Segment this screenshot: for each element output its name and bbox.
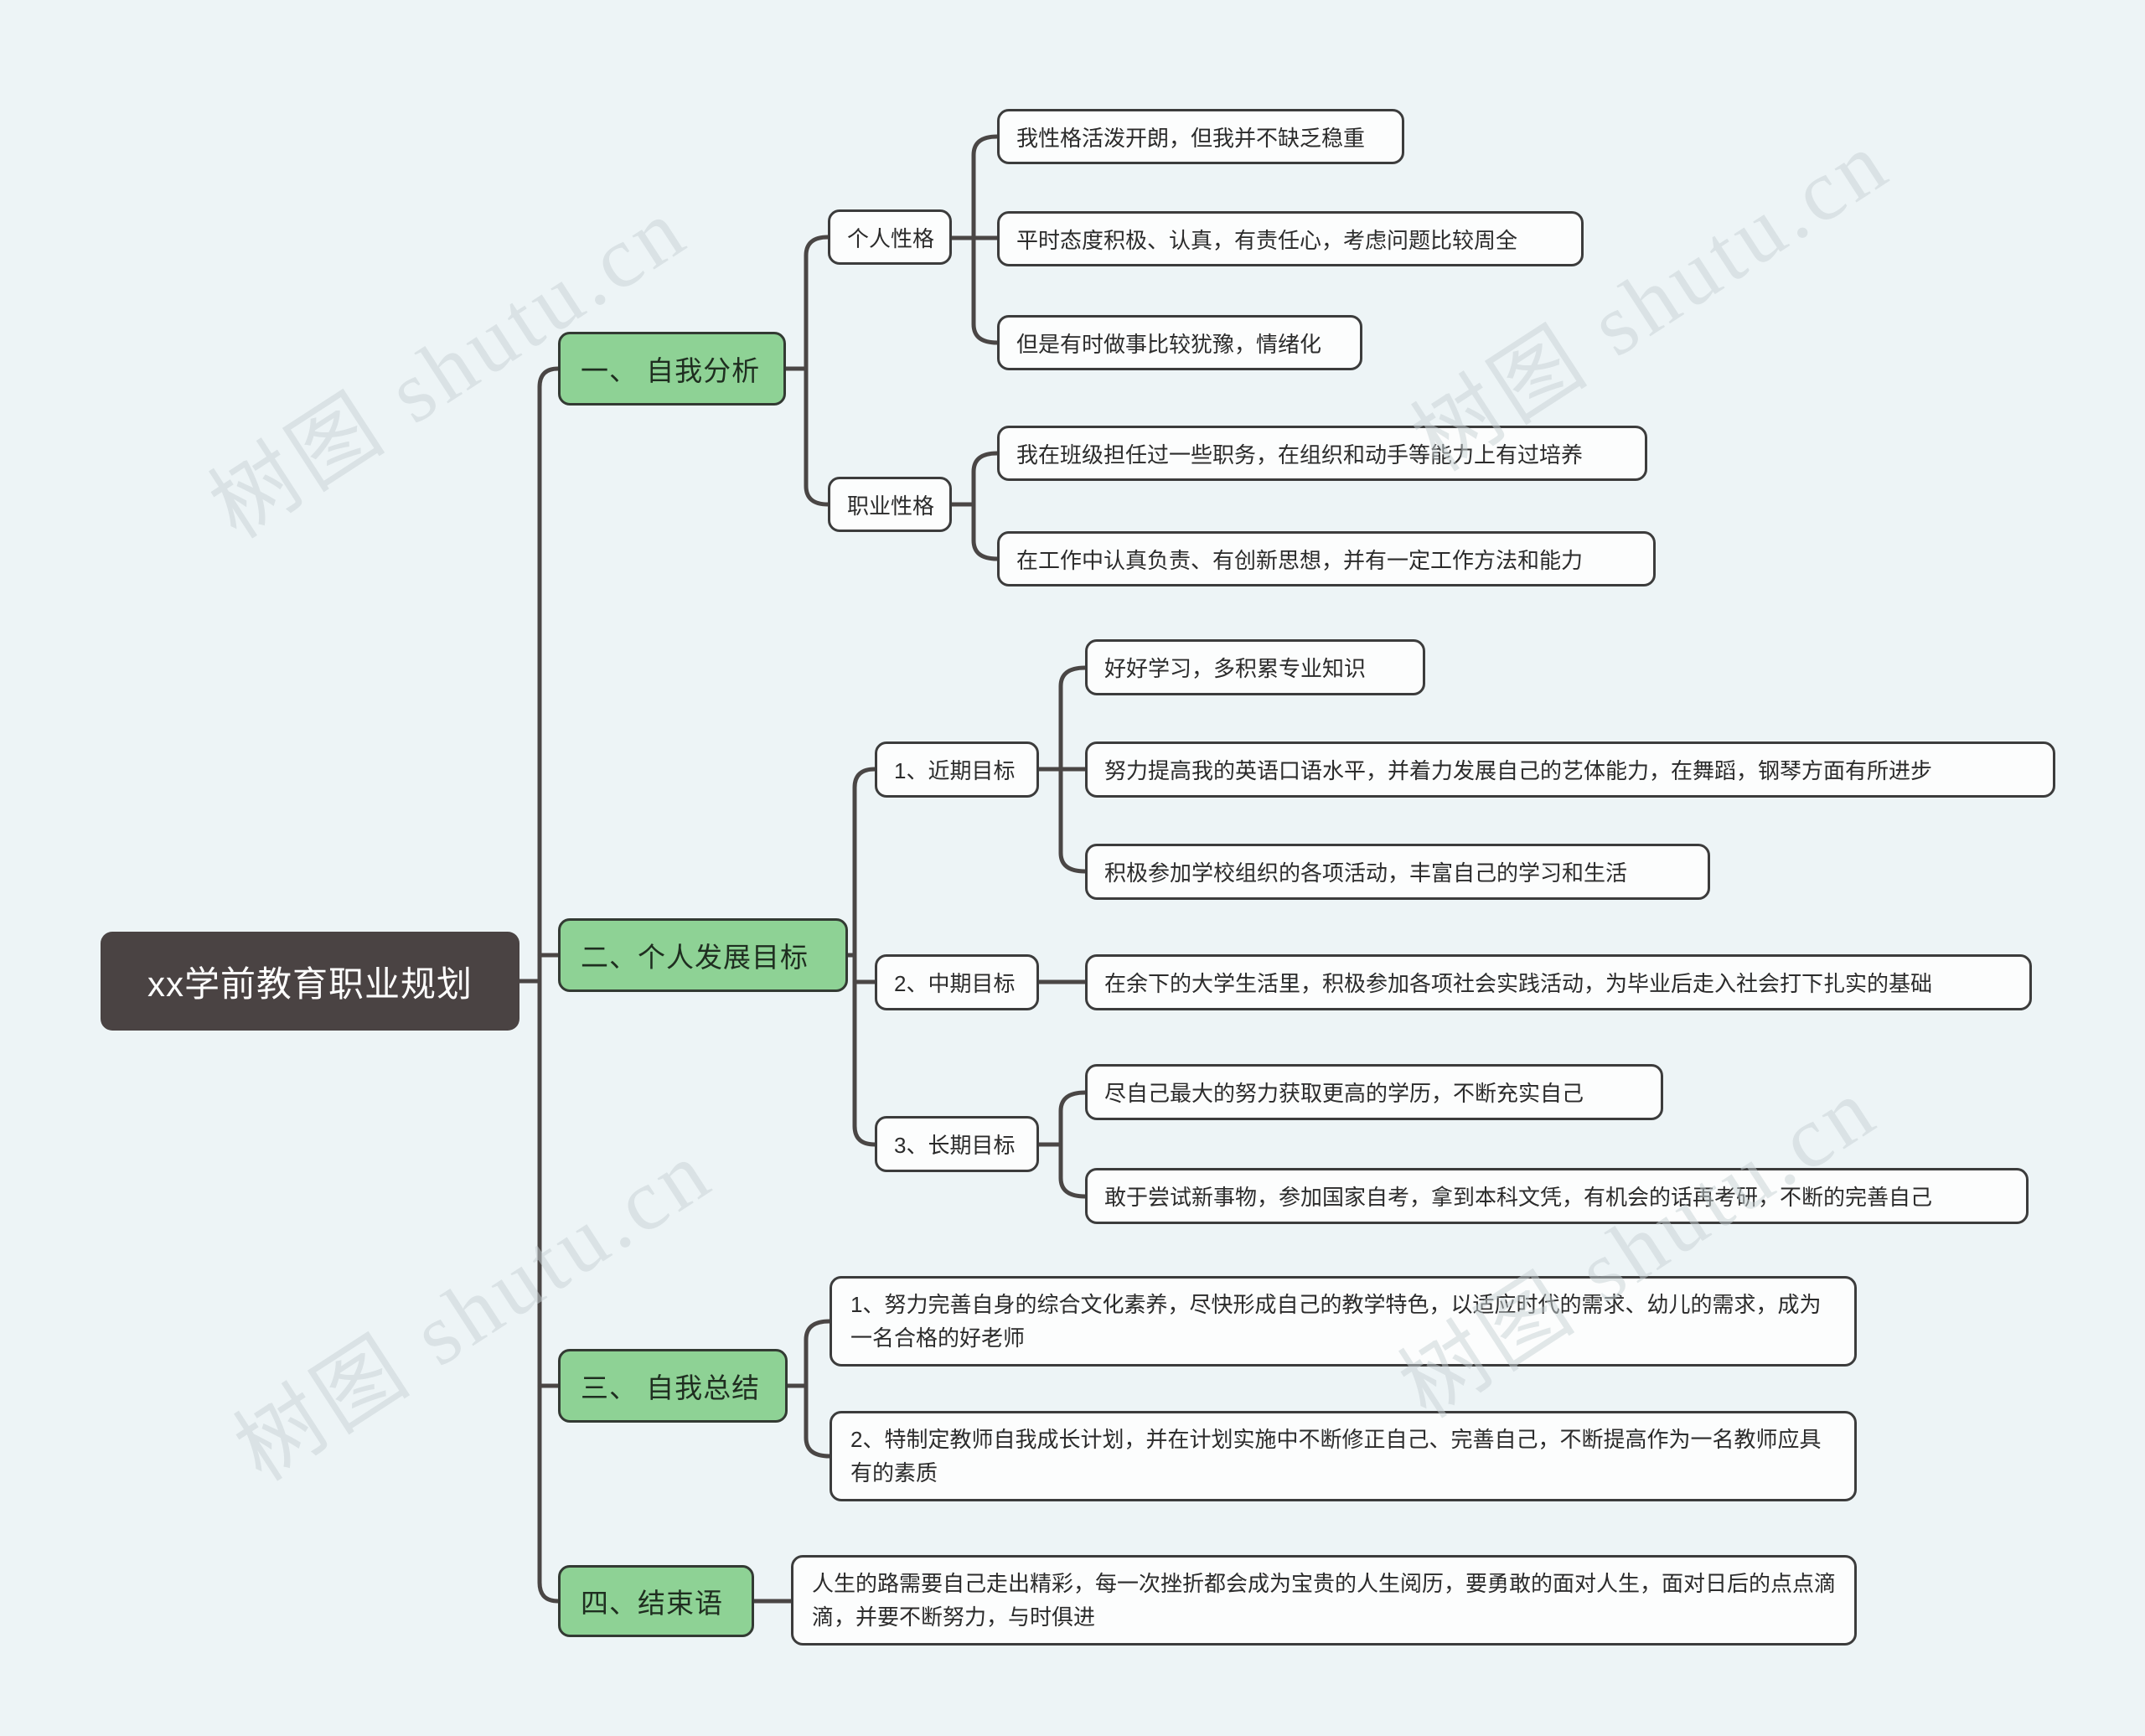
leaf-node[interactable]: 在余下的大学生活里，积极参加各项社会实践活动，为毕业后走入社会打下扎实的基础 xyxy=(1085,954,2032,1010)
leaf-node[interactable]: 我性格活泼开朗，但我并不缺乏稳重 xyxy=(997,109,1404,164)
leaf-node[interactable]: 但是有时做事比较犹豫，情绪化 xyxy=(997,315,1362,370)
leaf-node[interactable]: 在工作中认真负责、有创新思想，并有一定工作方法和能力 xyxy=(997,531,1656,586)
leaf-node[interactable]: 敢于尝试新事物，参加国家自考，拿到本科文凭，有机会的话再考研，不断的完善自己 xyxy=(1085,1168,2029,1224)
leaf-node[interactable]: 好好学习，多积累专业知识 xyxy=(1085,639,1425,695)
sub-node-long-term-goal[interactable]: 3、长期目标 xyxy=(875,1116,1039,1172)
sub-node-professional-character[interactable]: 职业性格 xyxy=(828,477,952,532)
leaf-node[interactable]: 努力提高我的英语口语水平，并着力发展自己的艺体能力，在舞蹈，钢琴方面有所进步 xyxy=(1085,741,2055,798)
branch-node-self-summary[interactable]: 三、 自我总结 xyxy=(558,1349,788,1423)
leaf-node[interactable]: 我在班级担任过一些职务，在组织和动手等能力上有过培养 xyxy=(997,426,1647,481)
leaf-node[interactable]: 1、努力完善自身的综合文化素养，尽快形成自己的教学特色，以适应时代的需求、幼儿的… xyxy=(830,1276,1857,1367)
leaf-node[interactable]: 平时态度积极、认真，有责任心，考虑问题比较周全 xyxy=(997,211,1584,266)
root-node[interactable]: xx学前教育职业规划 xyxy=(101,932,519,1031)
branch-node-development-goals[interactable]: 二、个人发展目标 xyxy=(558,918,848,992)
sub-node-personal-character[interactable]: 个人性格 xyxy=(828,209,952,265)
sub-node-short-term-goal[interactable]: 1、近期目标 xyxy=(875,741,1039,798)
leaf-node[interactable]: 积极参加学校组织的各项活动，丰富自己的学习和生活 xyxy=(1085,844,1710,900)
leaf-node[interactable]: 尽自己最大的努力获取更高的学历，不断充实自己 xyxy=(1085,1064,1663,1120)
branch-node-conclusion[interactable]: 四、结束语 xyxy=(558,1565,754,1637)
leaf-node[interactable]: 2、特制定教师自我成长计划，并在计划实施中不断修正自己、完善自己，不断提高作为一… xyxy=(830,1411,1857,1501)
leaf-node[interactable]: 人生的路需要自己走出精彩，每一次挫折都会成为宝贵的人生阅历，要勇敢的面对人生，面… xyxy=(791,1555,1857,1646)
branch-node-self-analysis[interactable]: 一、 自我分析 xyxy=(558,332,786,406)
sub-node-mid-term-goal[interactable]: 2、中期目标 xyxy=(875,954,1039,1010)
